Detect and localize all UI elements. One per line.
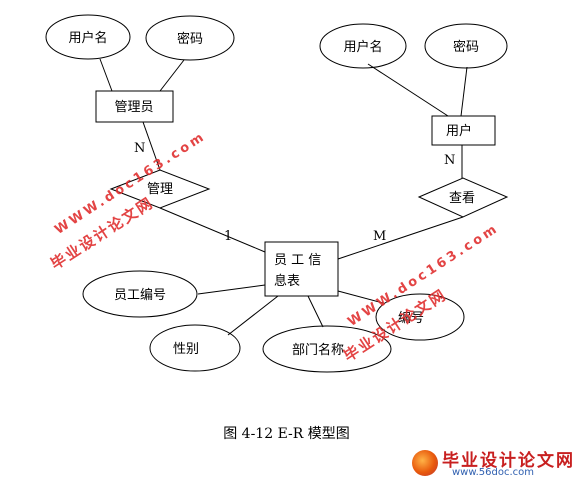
rel-view	[417, 177, 509, 218]
rel-manage	[109, 169, 211, 209]
card-user-view: N	[444, 153, 455, 168]
entity-employee-label-line1: 员 工 信	[274, 253, 321, 268]
site-logo: 毕业设计论文网 www.56doc.com	[412, 446, 573, 482]
attr-admin-password-label: 密码	[177, 31, 203, 47]
edge-user-username	[367, 63, 449, 117]
attr-user-password-label: 密码	[453, 39, 479, 55]
edge-employee-number	[197, 284, 266, 295]
attr-emp-id-label: 编号	[398, 311, 424, 326]
edge-employee-gender	[227, 295, 279, 336]
edge-user-password	[460, 66, 468, 117]
figure-caption: 图 4-12 E-R 模型图	[223, 426, 350, 442]
attr-user-username-label: 用户名	[343, 39, 382, 55]
edge-employee-id	[337, 290, 384, 304]
logo-title: 毕业设计论文网	[442, 451, 573, 471]
card-manage-employee: 1	[224, 229, 232, 244]
attr-user-username	[319, 23, 407, 69]
entity-user-label: 用户	[446, 123, 472, 139]
logo-emblem-icon	[412, 450, 438, 476]
attr-dept-name-label: 部门名称	[292, 342, 344, 358]
watermark-left: 毕业设计论文网 WWW.doc163.com	[47, 129, 209, 274]
entity-employee-label-line2: 息表	[274, 273, 300, 289]
watermark-right: 毕业设计论文网 WWW.doc163.com	[340, 221, 502, 366]
edge-view-employee	[337, 216, 464, 260]
attr-admin-username	[45, 14, 131, 60]
edge-admin-manage	[142, 121, 161, 171]
attr-emp-id	[375, 293, 465, 341]
attr-emp-number	[82, 270, 198, 318]
attr-emp-number-label: 员工编号	[114, 288, 166, 303]
attr-dept-name	[262, 325, 392, 373]
attr-user-password	[424, 23, 508, 69]
entity-user	[431, 115, 496, 146]
card-view-employee: M	[373, 229, 386, 244]
attr-gender-label: 性别	[173, 342, 199, 357]
rel-manage-label: 管理	[147, 182, 173, 197]
rel-view-label: 查看	[449, 190, 475, 206]
logo-url: www.56doc.com	[452, 467, 535, 478]
entity-employee	[264, 241, 339, 297]
card-admin-manage: N	[134, 141, 145, 156]
attr-gender	[149, 324, 241, 372]
edge-manage-employee	[159, 207, 266, 253]
entity-admin-label: 管理员	[114, 100, 153, 115]
attr-admin-username-label: 用户名	[68, 30, 107, 46]
edge-admin-username	[99, 58, 113, 92]
attr-admin-password	[145, 15, 235, 61]
entity-admin	[95, 90, 174, 123]
edge-admin-password	[159, 59, 185, 92]
edge-employee-dept	[307, 295, 324, 328]
